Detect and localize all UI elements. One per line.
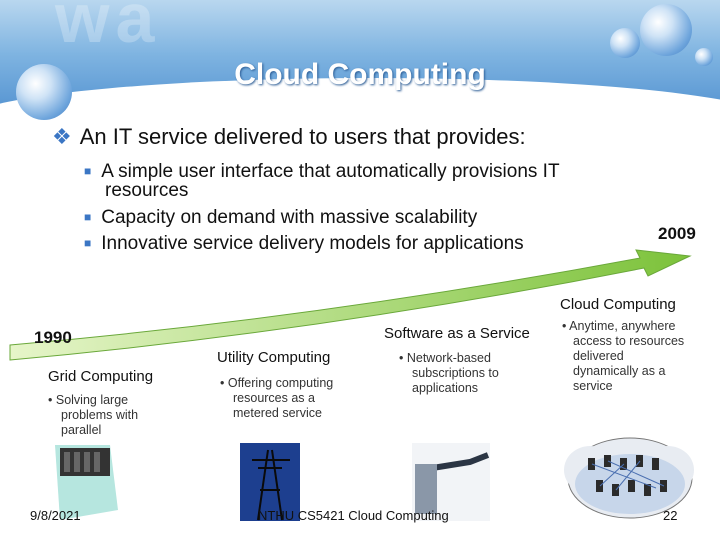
diamond-bullet-icon: ❖ <box>52 124 72 149</box>
stage-desc-saas: • Network-based subscriptions to applica… <box>399 351 499 396</box>
square-bullet-icon: ■ <box>84 210 92 224</box>
power-tower-image <box>240 443 300 521</box>
stage-desc-line: delivered <box>573 349 624 363</box>
sub-bullet-1-continued: resources <box>105 180 189 201</box>
stage-desc-line: • Solving large <box>48 393 129 407</box>
orb-right-tiny-icon <box>695 48 713 66</box>
stage-desc-line: dynamically as a <box>573 364 666 378</box>
stage-desc-line: • Offering computing <box>220 376 334 390</box>
stage-label-utility: Utility Computing <box>217 349 331 366</box>
end-year: 2009 <box>658 224 696 243</box>
orb-right-large-icon <box>640 4 692 56</box>
stage-label-cloud: Cloud Computing <box>560 296 676 313</box>
stage-desc-line: metered service <box>233 406 322 420</box>
stage-desc-line: applications <box>412 381 479 395</box>
sub-bullet-1: ■A simple user interface that automatica… <box>84 161 560 182</box>
square-bullet-icon: ■ <box>84 164 92 178</box>
handshake-image <box>412 443 490 521</box>
stage-desc-line: problems with <box>61 408 139 422</box>
sub-bullet-2: ■Capacity on demand with massive scalabi… <box>84 207 478 228</box>
orb-left-icon <box>16 64 72 120</box>
footer-course: NTHU CS5421 Cloud Computing <box>258 508 449 523</box>
footer-date: 9/8/2021 <box>30 508 81 523</box>
cloud-network-image <box>564 437 694 519</box>
stage-desc-line: • Network-based <box>399 351 491 365</box>
stage-desc-line: subscriptions to <box>412 366 499 380</box>
page-number: 22 <box>663 508 678 523</box>
main-bullet-text: An IT service delivered to users that pr… <box>79 124 526 149</box>
stage-desc-line: access to resources <box>573 334 685 348</box>
stage-desc-utility: • Offering computing resources as a mete… <box>220 376 333 421</box>
stage-label-grid: Grid Computing <box>48 368 154 385</box>
stage-label-saas: Software as a Service <box>384 325 530 342</box>
stage-desc-line: • Anytime, anywhere <box>562 319 676 333</box>
header-banner: wa <box>0 0 720 120</box>
stage-desc-cloud: • Anytime, anywhere access to resources … <box>562 319 684 394</box>
main-bullet: ❖ An IT service delivered to users that p… <box>52 124 526 150</box>
stage-desc-grid: • Solving large problems with parallel <box>48 393 138 438</box>
square-bullet-icon: ■ <box>84 236 92 250</box>
timeline-arrow <box>9 249 692 361</box>
orb-right-small-icon <box>610 28 640 58</box>
stage-desc-line: resources as a <box>233 391 315 405</box>
start-year: 1990 <box>34 328 72 347</box>
stage-desc-line: parallel <box>61 423 102 437</box>
watermark: wa <box>55 0 161 57</box>
data-center-image <box>55 445 118 520</box>
sub-bullet-3: ■Innovative service delivery models for … <box>84 233 524 254</box>
stage-desc-line: service <box>573 379 613 393</box>
slide-title: Cloud Computing <box>234 58 486 91</box>
